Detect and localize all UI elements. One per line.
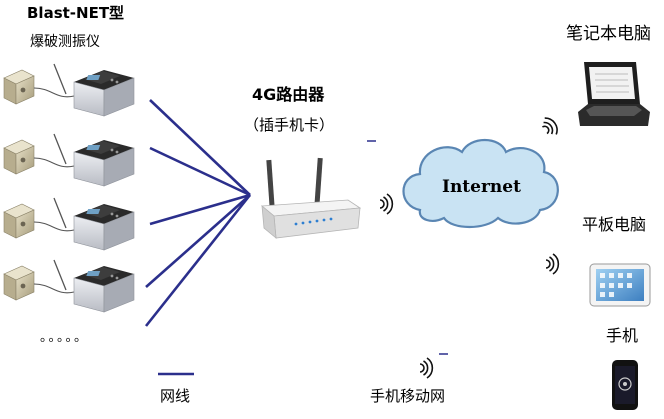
vibration-meter-icon bbox=[3, 197, 135, 251]
wireless-signal-icon bbox=[379, 193, 394, 215]
vibration-meter-icon bbox=[3, 63, 135, 117]
router-icon bbox=[260, 157, 362, 239]
cable-lines bbox=[144, 99, 252, 327]
legend-cable-label: 网线 bbox=[160, 387, 191, 405]
vibration-meter-icon bbox=[3, 259, 135, 313]
internet-label: Internet bbox=[442, 177, 521, 197]
router-title: 4G路由器 bbox=[252, 85, 325, 104]
wireless-signal-icon bbox=[419, 357, 434, 379]
mobile-network-label: 手机移动网 bbox=[370, 387, 446, 405]
laptop-icon bbox=[578, 62, 650, 126]
device-title: Blast-NET型 bbox=[27, 4, 125, 22]
wireless-signal-icon bbox=[545, 253, 560, 275]
router-subtitle: （插手机卡） bbox=[244, 116, 335, 134]
smartphone-icon bbox=[612, 360, 638, 410]
tablet-icon bbox=[589, 263, 651, 307]
wireless-signal-icon bbox=[538, 114, 562, 140]
vibration-meter-icon bbox=[3, 133, 135, 187]
device-subtitle: 爆破测振仪 bbox=[30, 34, 100, 50]
tablet-label: 平板电脑 bbox=[582, 215, 647, 234]
internet-cloud-icon bbox=[402, 139, 559, 228]
phone-label: 手机 bbox=[606, 326, 639, 345]
more-devices-ellipsis: 。。。。。 bbox=[40, 330, 90, 345]
laptop-label: 笔记本电脑 bbox=[566, 24, 651, 44]
